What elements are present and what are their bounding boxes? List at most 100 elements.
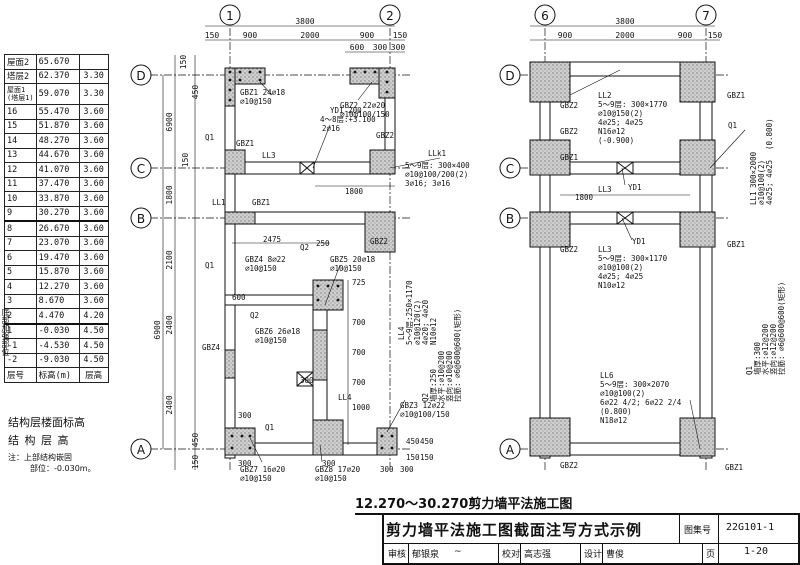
storey-cell: 5	[4, 264, 37, 280]
storey-cell: 37.470	[35, 176, 80, 192]
storey-cell: 层号	[4, 367, 37, 383]
storey-cell: 15	[4, 118, 37, 134]
svg-text:2475: 2475	[263, 235, 281, 244]
design-label: 设计	[584, 550, 603, 560]
svg-text:3800: 3800	[615, 17, 634, 26]
svg-text:300: 300	[322, 459, 336, 468]
axis-B-label-right: B	[506, 212, 514, 226]
svg-text:LL4: LL4	[397, 326, 406, 340]
svg-text:450: 450	[191, 433, 200, 448]
svg-text:⌀10@150: ⌀10@150	[240, 97, 272, 106]
left-plan-labels: GBZ1 24⌀18 ⌀10@150 YD1 200 4～8层:+3.100 2…	[202, 88, 470, 483]
svg-text:300: 300	[373, 43, 388, 52]
svg-text:Q1: Q1	[745, 366, 754, 375]
left-plan	[150, 25, 441, 470]
svg-text:300: 300	[400, 465, 414, 474]
svg-text:N10⌀12: N10⌀12	[429, 318, 438, 345]
storey-cell: 3.60	[78, 191, 109, 207]
storey-cell: 6	[4, 250, 37, 266]
svg-text:GBZ2 22⌀20: GBZ2 22⌀20	[340, 101, 386, 110]
svg-text:700: 700	[352, 348, 366, 357]
axis-7-label: 7	[702, 9, 710, 23]
svg-text:墙厚:300: 墙厚:300	[752, 341, 762, 375]
svg-text:1800: 1800	[165, 185, 174, 204]
svg-text:4⌀25; 4⌀25: 4⌀25; 4⌀25	[598, 118, 643, 127]
svg-text:LL2: LL2	[598, 91, 612, 100]
svg-text:2000: 2000	[300, 31, 319, 40]
svg-text:150: 150	[181, 153, 190, 168]
svg-text:GBZ1: GBZ1	[236, 139, 254, 148]
axis-C-label-right: C	[506, 162, 514, 176]
storey-cell: 10	[4, 191, 37, 207]
svg-text:LL1: LL1	[212, 198, 226, 207]
svg-text:GBZ2: GBZ2	[376, 131, 394, 140]
axis-bubbles	[130, 4, 717, 460]
svg-text:450: 450	[420, 437, 434, 446]
svg-text:150: 150	[708, 31, 723, 40]
storey-cell: 3	[4, 293, 37, 309]
svg-text:450: 450	[191, 85, 200, 100]
svg-text:4～8层:+3.100: 4～8层:+3.100	[320, 115, 376, 124]
svg-text:⌀10@150(2): ⌀10@150(2)	[598, 109, 643, 118]
svg-text:LL3: LL3	[598, 245, 612, 254]
title-block-row: 剪力墙平法施工图截面注写方式示例 图集号 22G101-1	[384, 515, 798, 544]
svg-text:Q1: Q1	[205, 261, 214, 270]
svg-text:GBZ2: GBZ2	[560, 101, 578, 110]
storey-cell: 3.30	[78, 83, 109, 105]
storey-cell: 12.270	[35, 279, 80, 295]
svg-text:GBZ4: GBZ4	[202, 343, 221, 352]
svg-text:GBZ1: GBZ1	[252, 198, 270, 207]
svg-text:LL6: LL6	[600, 371, 614, 380]
svg-text:150: 150	[205, 31, 220, 40]
svg-text:GBZ3 12⌀22: GBZ3 12⌀22	[400, 401, 445, 410]
storey-cell: 44.670	[35, 147, 80, 163]
designer-name: 曹俊	[606, 550, 625, 560]
dimension-text: 3800 150 900 2000 900 150 600 300 300 38…	[153, 17, 722, 469]
storey-cell: 9	[4, 205, 37, 222]
sheet-title: 剪力墙平法施工图截面注写方式示例	[386, 521, 643, 539]
svg-text:拉筋: ⌀6@600@600(矩形): 拉筋: ⌀6@600@600(矩形)	[776, 282, 786, 375]
storey-cell: 3.60	[78, 118, 109, 134]
svg-text:900: 900	[558, 31, 573, 40]
svg-text:5～9层:250×1170: 5～9层:250×1170	[405, 280, 414, 345]
reviewer-name: 郁银泉	[412, 550, 440, 560]
storey-cell: 1	[4, 323, 37, 339]
svg-text:1000: 1000	[352, 403, 371, 412]
storey-cell: 7	[4, 235, 37, 251]
svg-text:⌀10@100(2): ⌀10@100(2)	[757, 160, 766, 205]
svg-text:水平:⌀12@200: 水平:⌀12@200	[760, 323, 770, 375]
svg-text:300: 300	[391, 43, 406, 52]
svg-text:600: 600	[350, 43, 365, 52]
axis-C-label: C	[137, 162, 145, 176]
storey-cell: 23.070	[35, 235, 80, 251]
svg-text:700: 700	[352, 378, 366, 387]
svg-text:2000: 2000	[615, 31, 634, 40]
svg-text:2400: 2400	[165, 315, 174, 334]
axis-A-label-right: A	[506, 443, 515, 457]
storey-cell: 3.60	[78, 147, 109, 163]
storey-cell: 62.370	[35, 68, 80, 84]
svg-text:2⌀16: 2⌀16	[322, 124, 341, 133]
storey-cell: 屋面2	[4, 54, 37, 70]
storey-cell: 3.60	[78, 162, 109, 178]
storey-cell: 4.50	[78, 323, 109, 339]
storey-cell: 33.870	[35, 191, 80, 207]
svg-text:(-0.900): (-0.900)	[598, 136, 634, 145]
svg-text:300: 300	[300, 376, 314, 385]
svg-text:4⌀20; 4⌀20: 4⌀20; 4⌀20	[421, 299, 430, 345]
svg-text:5～9层: 300×1170: 5～9层: 300×1170	[598, 254, 668, 263]
storey-cell: 3.60	[78, 176, 109, 192]
svg-text:LL4: LL4	[338, 393, 352, 402]
svg-text:YD1: YD1	[628, 183, 642, 192]
